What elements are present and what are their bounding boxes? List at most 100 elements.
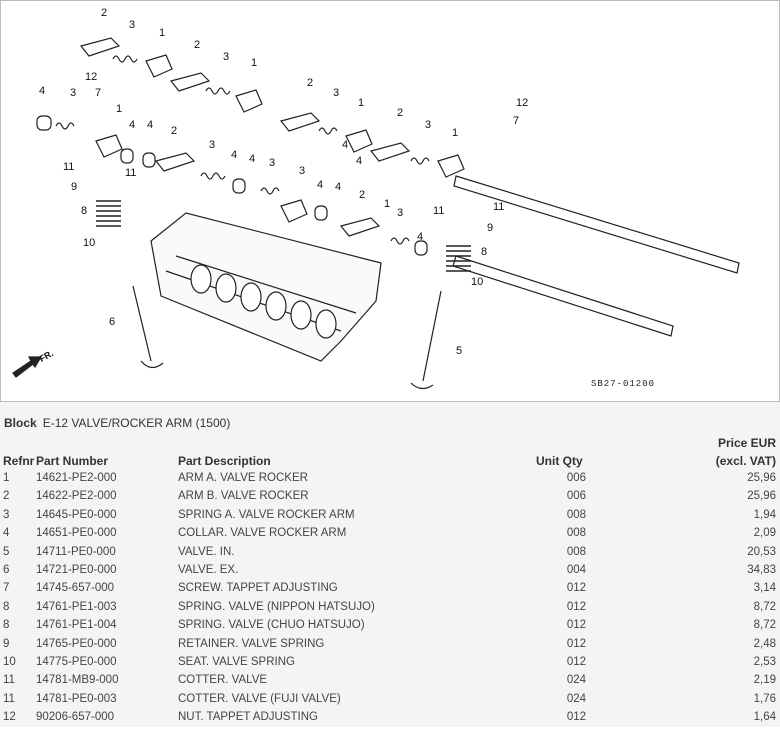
callout-number: 4 <box>417 231 424 243</box>
callout-number: 4 <box>249 153 256 165</box>
callout-number: 2 <box>307 77 314 89</box>
callout-number: 1 <box>358 97 365 109</box>
row-part-number: 14651-PE0-000 <box>36 527 117 540</box>
callout-number: 3 <box>397 207 404 219</box>
row-description: ARM A. VALVE ROCKER <box>178 472 308 484</box>
callout-number: 1 <box>251 57 258 69</box>
row-description: NUT. TAPPET ADJUSTING <box>178 711 318 724</box>
row-description: SPRING. VALVE (CHUO HATSUJO) <box>178 619 365 632</box>
row-refnr: 4 <box>3 527 10 540</box>
header-part-number: Part Number <box>36 454 109 468</box>
header-refnr: Refnr <box>3 454 35 468</box>
row-part-number: 14721-PE0-000 <box>36 564 117 576</box>
row-description: VALVE. IN. <box>178 545 235 558</box>
block-label: Block <box>4 416 37 430</box>
front-arrow-icon <box>12 356 43 378</box>
row-price: 3,14 <box>753 582 776 595</box>
intake-valve <box>410 290 442 390</box>
callout-number: 3 <box>269 157 276 169</box>
callout-number: 4 <box>129 119 136 131</box>
valve-spring-right <box>446 245 471 272</box>
callout-number: 5 <box>456 345 463 357</box>
callout-number: 4 <box>342 139 349 151</box>
row-refnr: 11 <box>3 692 15 705</box>
rocker-shaft-intake <box>453 175 740 274</box>
callout-number: 10 <box>471 276 484 288</box>
row-refnr: 2 <box>3 490 10 503</box>
table-row: 8 14761-PE1-003 SPRING. VALVE (NIPPON HATS… <box>0 601 780 619</box>
header-qty: Unit Qty <box>536 454 583 468</box>
row-refnr: 6 <box>3 564 10 576</box>
callout-number: 1 <box>116 103 123 115</box>
row-description: SCREW. TAPPET ADJUSTING <box>178 582 338 595</box>
row-qty: 012 <box>566 711 586 724</box>
row-description: SPRING A. VALVE ROCKER ARM <box>178 508 355 521</box>
callout-number: 3 <box>333 87 340 99</box>
row-qty: 006 <box>566 490 586 503</box>
row-qty: 004 <box>566 564 586 576</box>
row-price: 1,76 <box>753 692 776 705</box>
callout-number: 3 <box>223 51 230 63</box>
row-qty: 008 <box>566 545 586 558</box>
row-refnr: 12 <box>3 711 16 724</box>
row-part-number: 14711-PE0-000 <box>36 545 116 558</box>
row-part-number: 14781-PE0-003 <box>36 692 117 705</box>
header-price-line2: (excl. VAT) <box>715 454 776 468</box>
row-price: 1,64 <box>753 711 776 724</box>
callout-number: 12 <box>85 71 98 83</box>
row-price: 34,83 <box>747 564 776 576</box>
row-refnr: 8 <box>3 600 10 613</box>
valve-spring-left <box>96 200 121 227</box>
row-part-number: 14645-PE0-000 <box>36 508 117 521</box>
row-refnr: 10 <box>3 656 16 668</box>
rocker-shaft-exhaust <box>452 255 674 337</box>
row-price: 8,72 <box>753 600 776 613</box>
row-part-number: 14621-PE2-000 <box>36 472 117 484</box>
row-refnr: 9 <box>3 637 10 650</box>
row-description: SEAT. VALVE SPRING <box>178 656 295 668</box>
row-part-number: 14761-PE1-003 <box>36 600 117 613</box>
callout-number: 3 <box>299 165 306 177</box>
callout-number: 6 <box>109 316 116 328</box>
callout-number: 3 <box>70 87 77 99</box>
cylinder-head <box>150 212 382 362</box>
row-qty: 012 <box>566 619 586 632</box>
row-price: 2,53 <box>753 656 776 668</box>
callout-number: 11 <box>493 201 505 213</box>
row-part-number: 14765-PE0-000 <box>36 637 117 650</box>
row-qty: 008 <box>566 527 586 540</box>
row-price: 1,94 <box>753 508 776 521</box>
callout-number: 1 <box>384 198 391 210</box>
block-value: E-12 VALVE/ROCKER ARM (1500) <box>42 416 231 430</box>
callout-number: 3 <box>425 119 432 131</box>
callout-number: 2 <box>101 7 108 19</box>
callout-number: 4 <box>317 179 324 191</box>
row-qty: 006 <box>566 472 586 484</box>
callout-number: 2 <box>359 189 366 201</box>
row-description: COTTER. VALVE <box>178 674 268 687</box>
callout-number: 4 <box>147 119 154 131</box>
callout-number: 4 <box>231 149 238 161</box>
table-row: 3 14645-PE0-000 SPRING A. VALVE ROCKER ARM… <box>0 509 780 527</box>
table-row: 4 14651-PE0-000 COLLAR. VALVE ROCKER ARM 00… <box>0 527 780 545</box>
row-description: RETAINER. VALVE SPRING <box>178 637 325 650</box>
row-price: 2,09 <box>753 527 776 540</box>
row-part-number: 14781-MB9-000 <box>36 674 119 687</box>
row-refnr: 3 <box>3 508 10 521</box>
callout-number: 10 <box>83 237 96 249</box>
row-description: SPRING. VALVE (NIPPON HATSUJO) <box>178 600 375 613</box>
row-description: COLLAR. VALVE ROCKER ARM <box>178 527 347 540</box>
row-price: 25,96 <box>747 490 776 503</box>
row-refnr: 5 <box>3 545 10 558</box>
callout-number: 2 <box>171 125 178 137</box>
row-refnr: 7 <box>3 582 10 595</box>
